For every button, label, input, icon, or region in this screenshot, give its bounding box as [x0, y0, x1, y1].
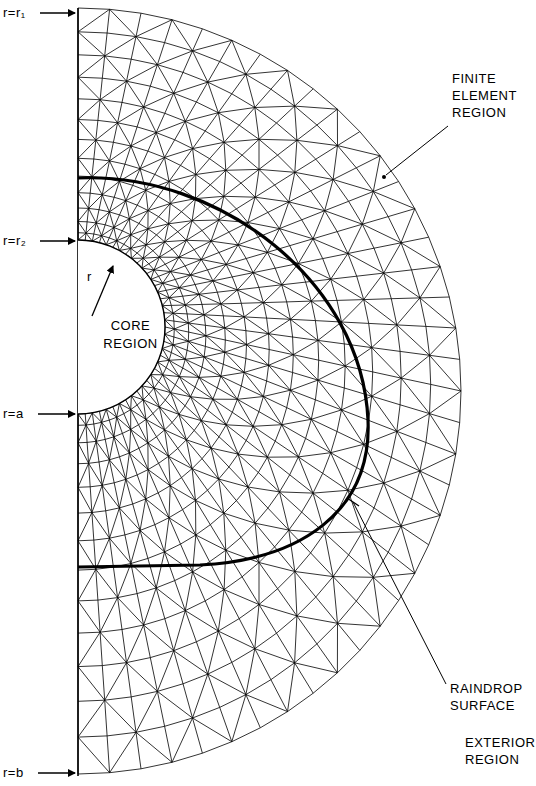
pointer-arrow: [40, 12, 75, 13]
callout-label: FINITE ELEMENT REGION: [452, 70, 526, 121]
callout-label: RAINDROP SURFACE: [450, 680, 532, 714]
radius-label: r=a: [3, 405, 24, 422]
leader-line: [386, 126, 448, 175]
radius-symbol: r: [87, 268, 92, 285]
finite-element-mesh: [78, 8, 461, 774]
core-boundary: [78, 240, 165, 414]
core-region: CORE REGION: [78, 240, 165, 414]
pointer-arrow: [40, 240, 75, 241]
radius-label: r=r₂: [3, 232, 26, 249]
raindrop-surface: [78, 178, 368, 567]
pointer-arrow: [38, 772, 75, 773]
region-label: CORE REGION: [101, 317, 161, 353]
leader-tick: [347, 498, 359, 506]
radius-arrow: [92, 266, 113, 316]
leader-line: [353, 502, 446, 684]
mesh-lines: [78, 8, 461, 774]
pointer-arrow: [38, 413, 75, 414]
callout-label: EXTERIOR REGION: [465, 734, 533, 768]
radius-label: r=b: [3, 764, 24, 781]
leader-dot: [382, 175, 386, 179]
radius-label: r=r₁: [3, 4, 26, 21]
